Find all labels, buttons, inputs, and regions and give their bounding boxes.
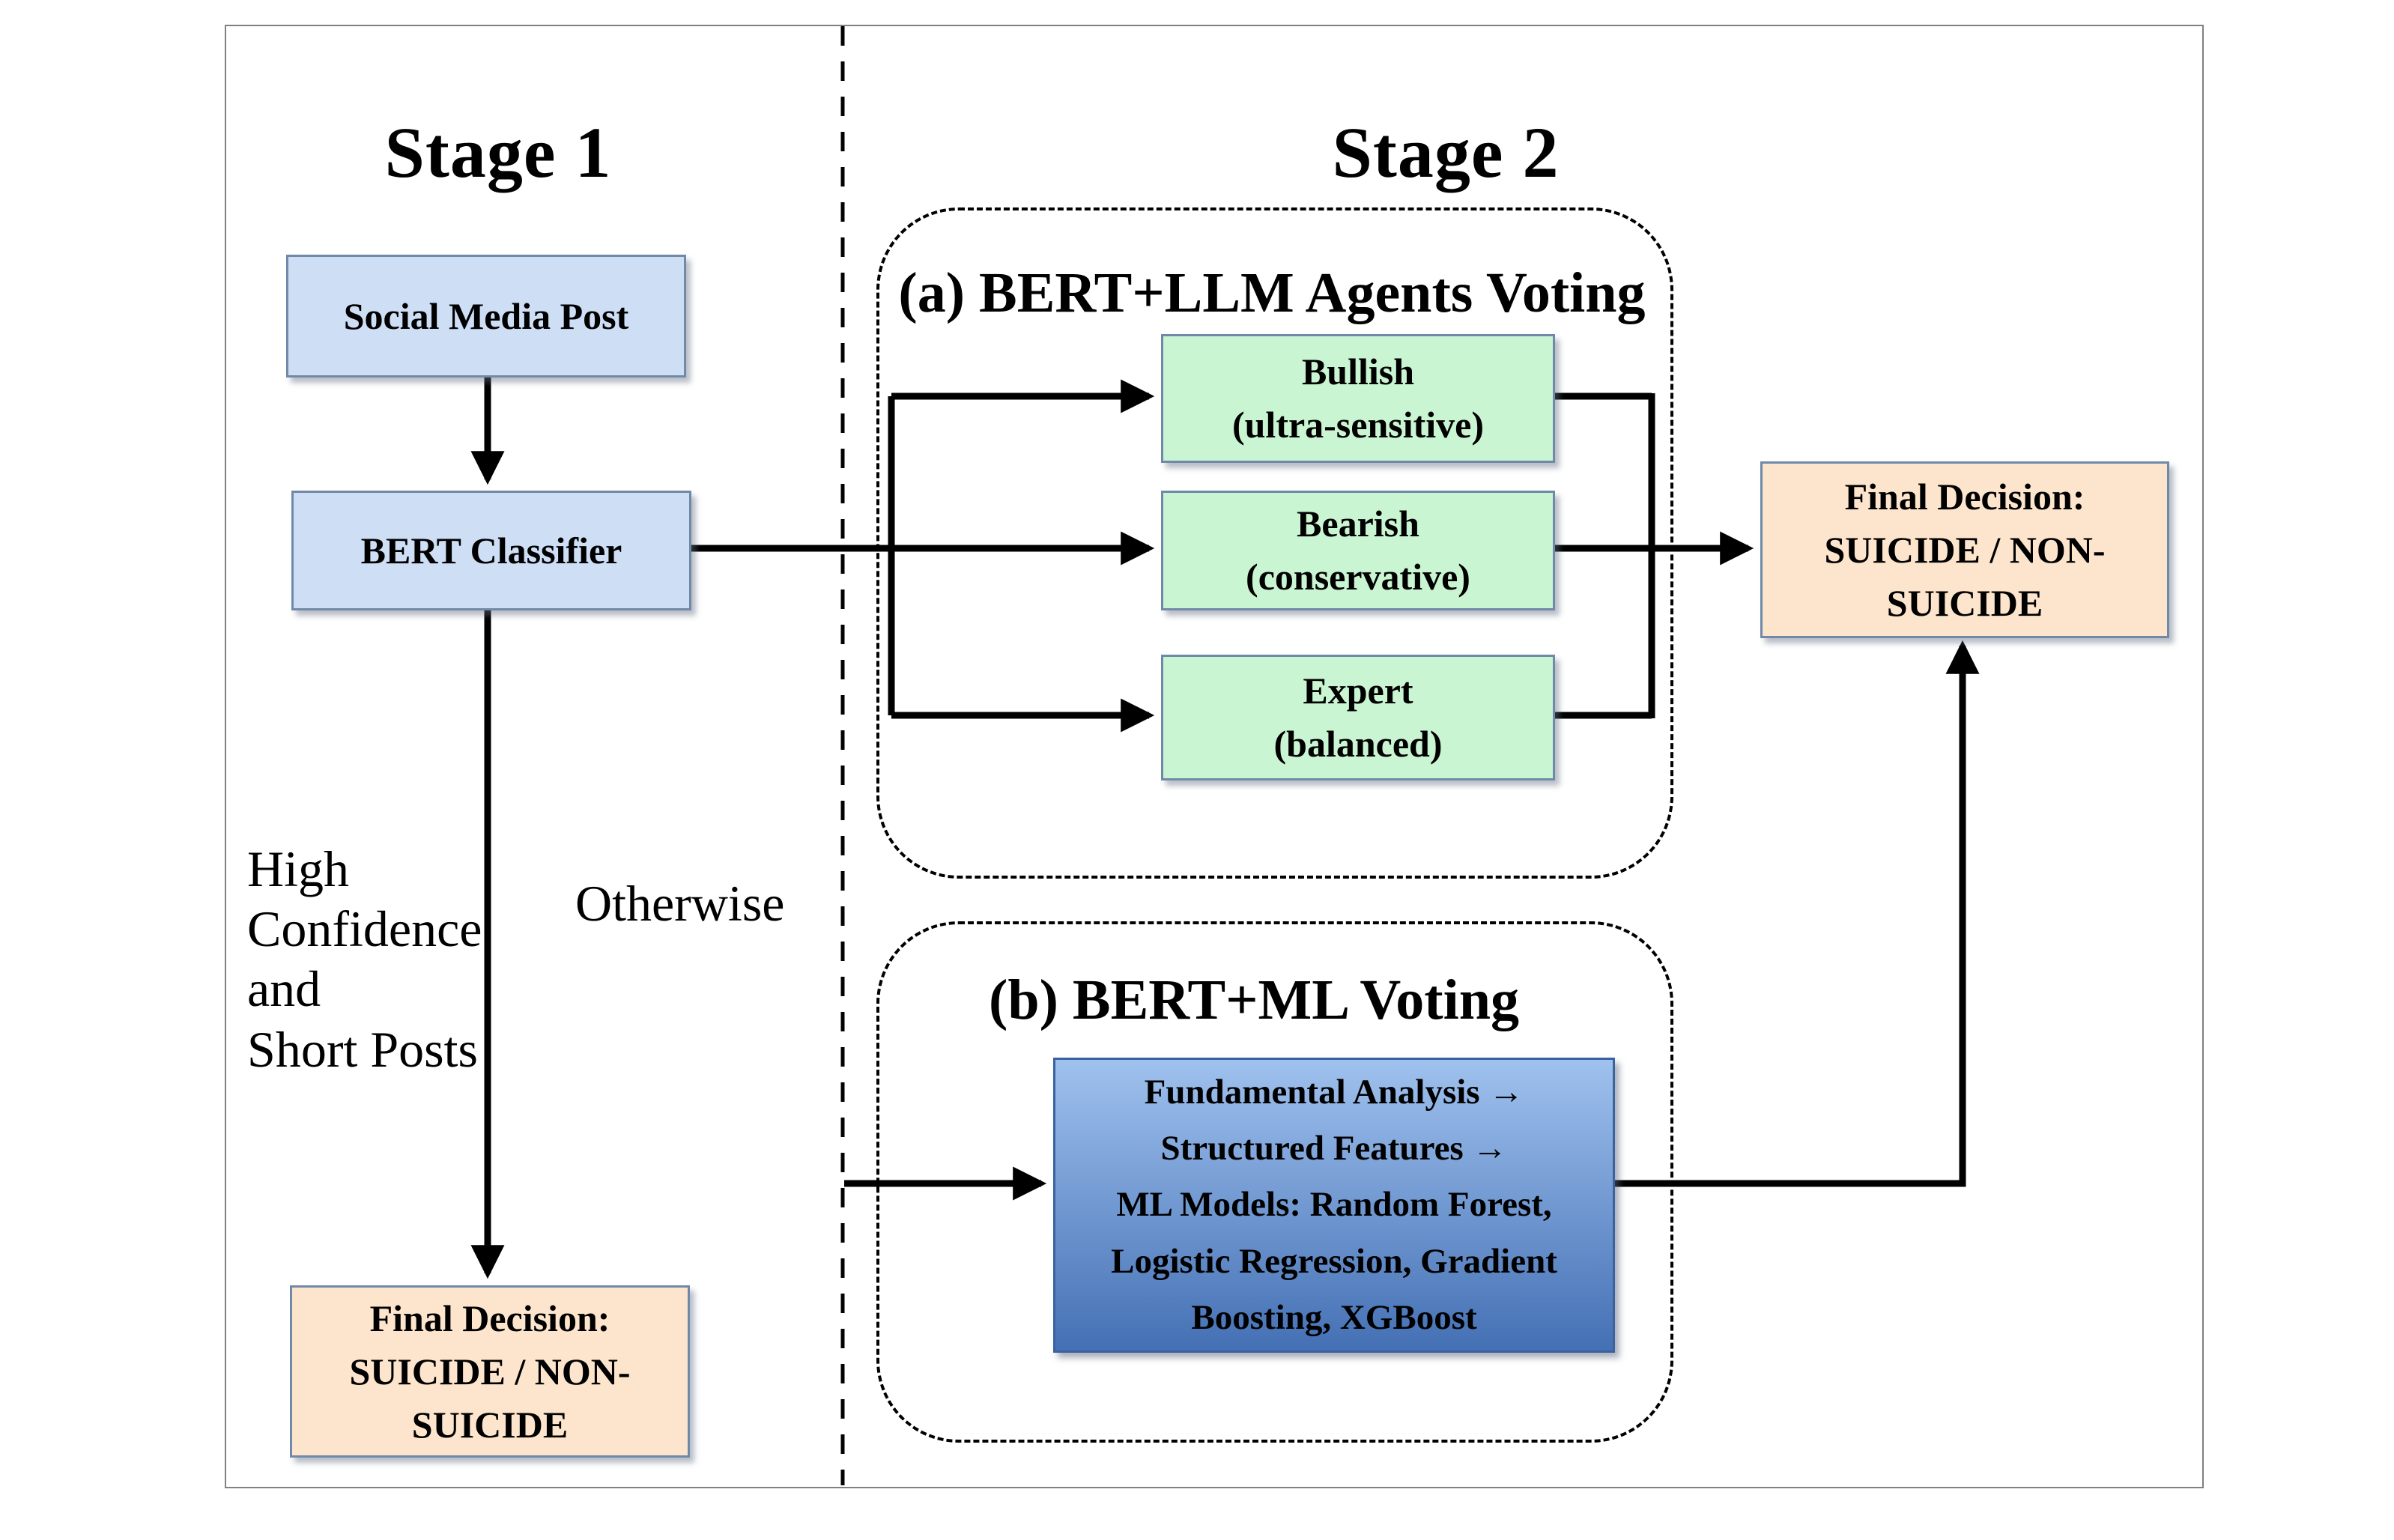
ml-box-line4: Logistic Regression, Gradient: [1111, 1241, 1557, 1281]
expert-agent-box: Expert (balanced): [1161, 655, 1555, 780]
expert-agent-name: Expert: [1303, 670, 1413, 712]
otherwise-edge-label: Otherwise: [575, 875, 785, 932]
bert-classifier-box: BERT Classifier: [291, 491, 691, 610]
final-decision-right-box: Final Decision: SUICIDE / NON- SUICIDE: [1760, 461, 2169, 638]
bearish-agent-style: (conservative): [1246, 556, 1470, 598]
final-right-line3: SUICIDE: [1886, 581, 2043, 624]
high-confidence-line1: High: [247, 840, 349, 897]
high-confidence-line2: Confidence: [247, 900, 482, 958]
figure-border: [225, 25, 2204, 1488]
final-right-line1: Final Decision:: [1844, 475, 2085, 518]
bert-classifier-label: BERT Classifier: [360, 529, 622, 572]
stage2-title: Stage 2: [1332, 112, 1560, 192]
bert-ml-voting-box: Fundamental Analysis → Structured Featur…: [1053, 1058, 1615, 1353]
ml-box-line5: Boosting, XGBoost: [1191, 1297, 1477, 1337]
final-right-line2: SUICIDE / NON-: [1824, 528, 2106, 571]
section-a-dashed-region: [876, 207, 1673, 879]
ml-box-line1: Fundamental Analysis →: [1144, 1073, 1524, 1112]
social-media-post-box: Social Media Post: [286, 255, 686, 378]
high-confidence-line3: and: [247, 960, 321, 1018]
final-decision-left-box: Final Decision: SUICIDE / NON- SUICIDE: [290, 1285, 690, 1458]
social-media-post-label: Social Media Post: [343, 294, 629, 337]
bullish-agent-box: Bullish (ultra-sensitive): [1161, 334, 1555, 463]
bullish-agent-style: (ultra-sensitive): [1231, 404, 1485, 446]
section-a-header: (a) BERT+LLM Agents Voting: [898, 261, 1646, 324]
high-confidence-line4: Short Posts: [247, 1020, 478, 1078]
bearish-agent-box: Bearish (conservative): [1161, 491, 1555, 610]
final-left-line3: SUICIDE: [411, 1403, 569, 1446]
final-left-line1: Final Decision:: [369, 1297, 610, 1339]
section-b-dashed-region: [876, 921, 1673, 1443]
stage1-title: Stage 1: [384, 112, 612, 192]
ml-box-line2: Structured Features →: [1160, 1129, 1508, 1168]
high-confidence-edge-label: High Confidence and Short Posts: [247, 839, 517, 1079]
bullish-agent-name: Bullish: [1301, 351, 1415, 392]
ml-box-line3: ML Models: Random Forest,: [1116, 1185, 1552, 1225]
final-left-line2: SUICIDE / NON-: [349, 1350, 631, 1392]
bearish-agent-name: Bearish: [1297, 503, 1419, 545]
expert-agent-style: (balanced): [1273, 723, 1443, 765]
section-b-header: (b) BERT+ML Voting: [989, 968, 1519, 1031]
